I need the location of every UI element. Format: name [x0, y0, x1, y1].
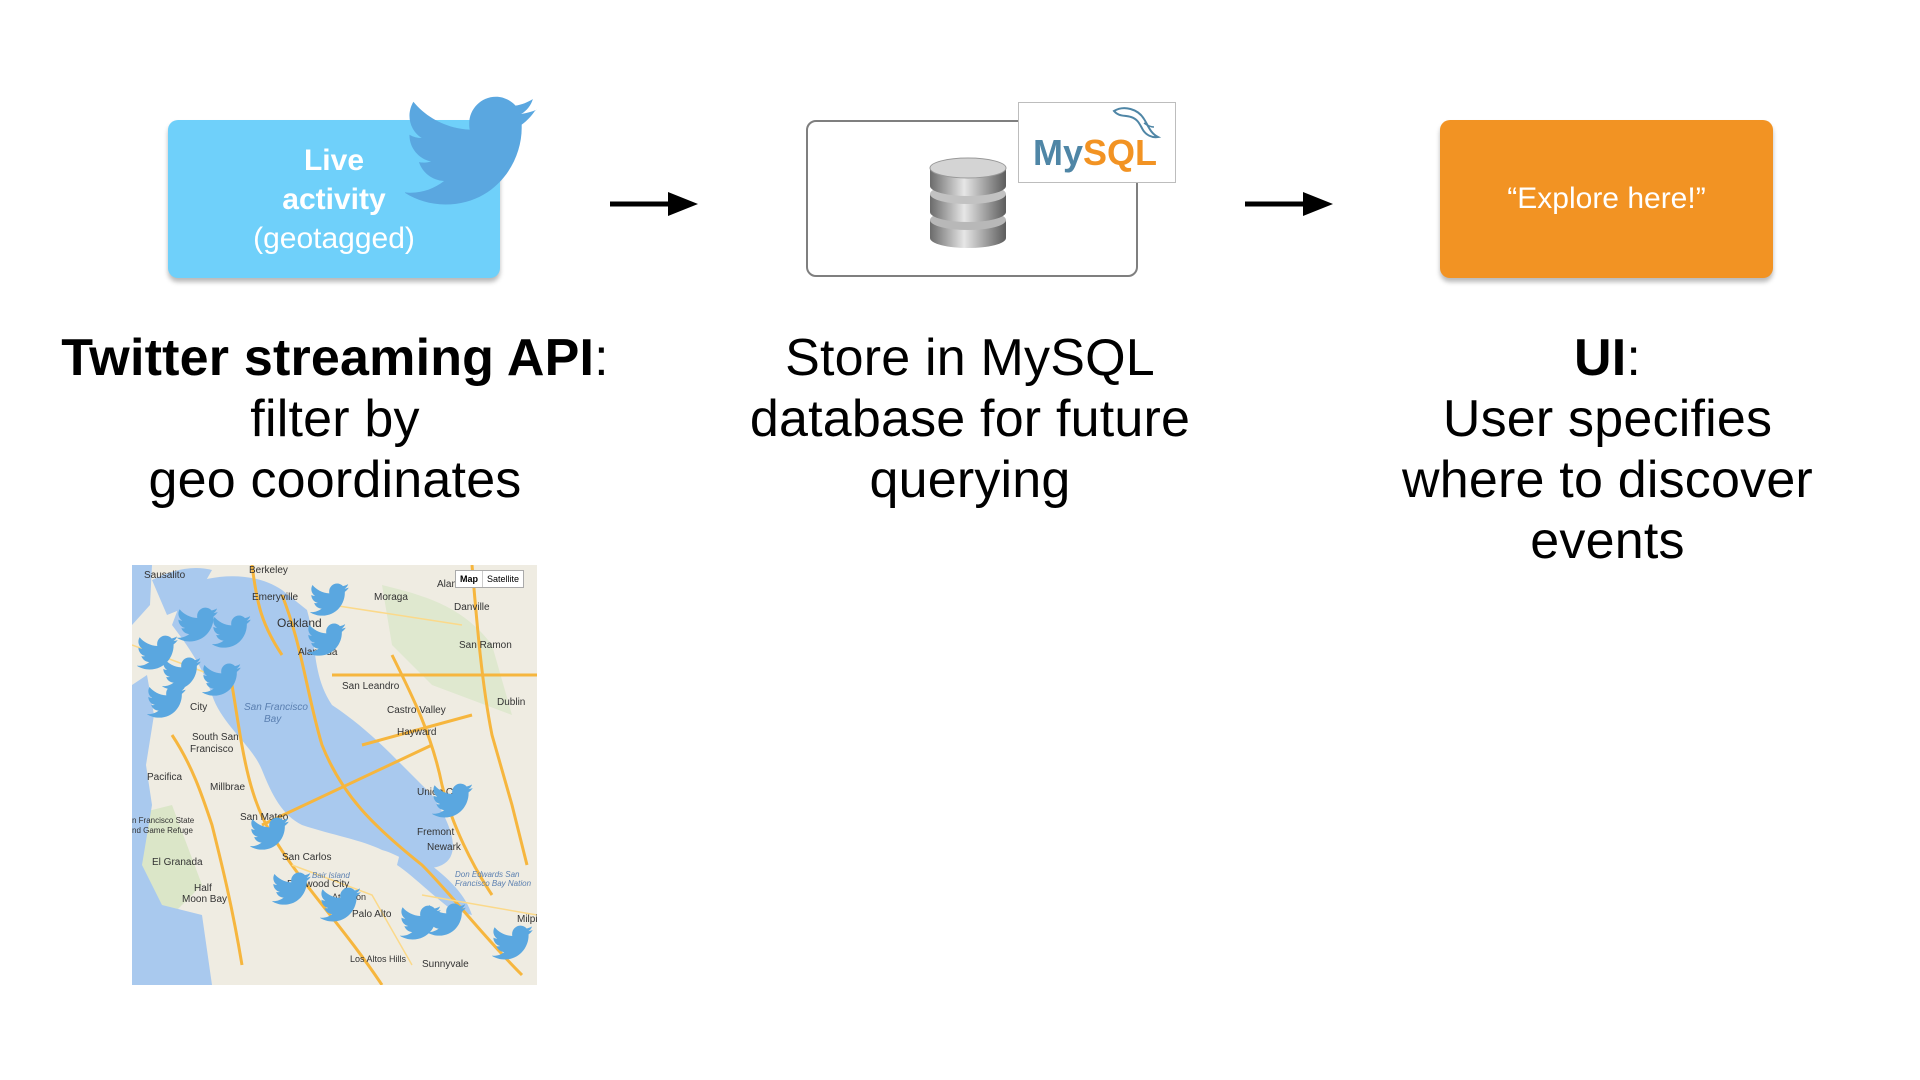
map-label: Sausalito — [144, 570, 186, 581]
map-label: Oakland — [277, 616, 322, 630]
explore-box-label: “Explore here!” — [1507, 182, 1706, 215]
map-toggle-map[interactable]: Map — [456, 571, 483, 587]
map-label: Half — [194, 883, 212, 894]
live-activity-line3: (geotagged) — [253, 221, 415, 255]
arrow-right-icon — [610, 192, 698, 216]
map-label: San Mateo — [240, 812, 289, 823]
mysql-logo: MySQL — [1018, 102, 1176, 183]
map-label: Berkeley — [249, 565, 288, 576]
caption-ui-line3: where to discover — [1402, 451, 1813, 509]
map-label: Bair Island — [312, 871, 350, 880]
caption-ui: UI: User specifies where to discover eve… — [1380, 328, 1835, 572]
live-activity-line1: Live — [303, 143, 365, 177]
map-label: Pacifica — [147, 772, 182, 783]
explore-box: “Explore here!” — [1440, 120, 1773, 278]
map-label: Francisco Bay Nation — [455, 879, 532, 888]
caption-twitter-line3: geo coordinates — [148, 451, 522, 509]
map-label: Newark — [427, 842, 462, 853]
caption-mysql-line2: database for future — [749, 390, 1191, 448]
map-label: Emeryville — [252, 592, 299, 603]
map-label: San Francisco — [244, 702, 308, 713]
caption-twitter-line2: filter by — [250, 390, 420, 448]
map-label: Fremont — [417, 827, 454, 838]
map-label: City — [190, 702, 207, 713]
map-label: Castro Valley — [387, 705, 446, 716]
map-label: Bay — [264, 714, 282, 725]
map-label: Hayward — [397, 727, 436, 738]
caption-twitter-title: Twitter streaming API — [61, 329, 595, 387]
map-type-toggle[interactable]: Map Satellite — [455, 570, 525, 588]
map-label: Moon Bay — [182, 894, 227, 905]
map-label: South San — [192, 732, 239, 743]
caption-mysql-line3: querying — [869, 451, 1071, 509]
map-label: Redwood City — [287, 879, 349, 890]
map-label: n Francisco State — [132, 816, 195, 825]
map-label: El Granada — [152, 857, 203, 868]
mysql-logo-text: MySQL — [1033, 132, 1157, 173]
map-label: Millbrae — [210, 782, 245, 793]
map-label: San Carlos — [282, 852, 331, 863]
caption-ui-title: UI — [1573, 329, 1627, 387]
map-label: Sunnyvale — [422, 959, 469, 970]
caption-mysql-line1: Store in MySQL — [785, 329, 1155, 387]
map-label: Dublin — [497, 697, 525, 708]
map-label: San Ramon — [459, 640, 512, 651]
map-label: Francisco — [190, 744, 234, 755]
live-activity-line2: activity — [282, 182, 386, 216]
map-label: Moraga — [374, 592, 408, 603]
caption-twitter: Twitter streaming API: filter by geo coo… — [40, 328, 630, 511]
arrow-right-icon — [1245, 192, 1333, 216]
map-label: Alamo — [437, 579, 466, 590]
database-icon — [929, 157, 1007, 248]
map-label: San Leandro — [342, 681, 400, 692]
map-label: Milpi — [517, 914, 537, 925]
bay-area-map: Sausalito Berkeley Emeryville Oakland Mo… — [132, 565, 537, 985]
map-label: Danville — [454, 602, 490, 613]
caption-twitter-colon: : — [594, 329, 609, 387]
map-label: Los Altos Hills — [350, 954, 407, 964]
caption-ui-colon: : — [1626, 329, 1642, 387]
twitter-bird-icon — [405, 96, 537, 205]
caption-ui-line4: events — [1530, 512, 1685, 570]
caption-ui-line2: User specifies — [1442, 390, 1773, 448]
caption-mysql: Store in MySQL database for future query… — [720, 328, 1220, 511]
map-label: Don Edwards San — [455, 870, 520, 879]
map-toggle-satellite[interactable]: Satellite — [487, 574, 520, 584]
map-label: Palo Alto — [352, 909, 392, 920]
map-label: nd Game Refuge — [132, 826, 193, 835]
